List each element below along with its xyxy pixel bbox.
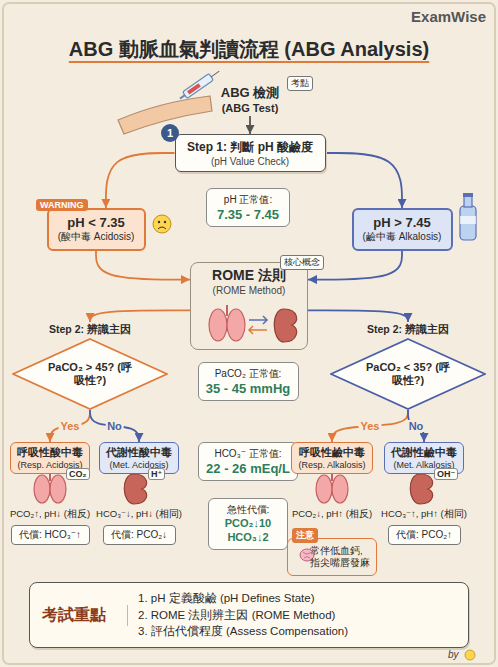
rule-note: PCO₂↑, pH↓ (相反)	[10, 508, 90, 521]
result-box: 呼吸性鹼中毒(Resp. Alkalosis)	[291, 442, 373, 474]
kidney-icon	[124, 474, 146, 504]
result-box: 代謝性酸中毒(Met. Acidosis)	[99, 442, 179, 474]
title: ABG 動脈血氣判讀流程 (ABG Analysis)	[0, 36, 498, 63]
lung-icon	[34, 472, 66, 503]
compensation-box: 代償: HCO₃⁻↑	[11, 525, 90, 545]
rule-note: PCO₂↓, pH↑ (相反)	[292, 508, 372, 521]
body: 7.35 - 7.45	[213, 207, 283, 222]
diamond-shape	[13, 339, 167, 409]
body: (Resp. Alkalosis)	[297, 460, 367, 470]
symbol-label: CO₂	[66, 468, 90, 480]
tag-label: 考點	[287, 76, 313, 91]
connector-arrow	[106, 153, 175, 208]
connector-arrow	[332, 410, 408, 442]
body: 3. 評估代償程度 (Assess Compensation)	[138, 623, 456, 640]
tag-label: 核心概念	[280, 255, 324, 270]
connector-arrow	[96, 251, 190, 280]
rule-note: HCO₃⁻↓, pH↓ (相同)	[96, 508, 182, 521]
heading: 代謝性鹼中毒	[390, 446, 458, 460]
sad-face-icon	[153, 215, 171, 233]
reference-box: 急性代償:PCO₂↓10 HCO₃↓2	[208, 498, 288, 550]
method-box: ROME 法則(ROME Method)	[190, 262, 308, 350]
callout-number: 1	[161, 124, 179, 142]
process-box: ABG 檢測(ABG Test)	[214, 82, 287, 116]
rule-note: HCO₃⁻↑, pH↑ (相同)	[381, 508, 467, 521]
heading: ABG 檢測	[220, 84, 281, 102]
diamond-shape	[331, 339, 485, 409]
lung-kidney-icon	[209, 305, 297, 342]
body: PaCO₂ > 45? (呼吸性?)	[12, 338, 168, 410]
warning-tag: WARNING	[36, 199, 88, 211]
symbol-label: OH⁻	[434, 468, 458, 480]
body: 22 - 26 mEq/L	[205, 461, 291, 476]
body: PCO₂↓10 HCO₃↓2	[213, 517, 283, 545]
compensation-box: 代償: PCO₂↓	[103, 525, 176, 545]
credit: by	[448, 649, 459, 660]
body: 35 - 45 mmHg	[205, 381, 292, 396]
heading: 代謝性酸中毒	[105, 446, 173, 460]
connector-arrow	[326, 153, 403, 208]
reference-box: pH 正常值:7.35 - 7.45	[206, 188, 290, 227]
heading: pH > 7.45	[362, 215, 443, 230]
heading: 代償: PCO₂↑	[395, 528, 454, 542]
page-frame	[3, 3, 495, 664]
reference-box: PaCO₂ 正常值:35 - 45 mmHg	[198, 362, 299, 401]
body: (ROME Method)	[195, 285, 303, 296]
heading: 急性代償:	[213, 503, 283, 517]
hand-icon	[465, 650, 475, 660]
lung-icon	[316, 472, 348, 503]
heading: Step 1: 判斷 pH 酸鹼度	[186, 139, 315, 156]
body: PaCO₂ < 35? (呼吸性?)	[330, 338, 486, 410]
body: (ABG Test)	[220, 102, 281, 114]
connector-arrow	[50, 410, 90, 442]
heading: pH < 7.35	[57, 215, 136, 230]
heading: 代償: HCO₃⁻↑	[18, 528, 83, 542]
heading: 呼吸性鹼中毒	[297, 446, 367, 460]
heading: 呼吸性酸中毒	[16, 446, 84, 460]
edge-label: Yes	[59, 420, 82, 432]
brand-name: ExamWise	[411, 8, 486, 25]
heading: PaCO₂ 正常值:	[205, 367, 292, 381]
edge-label: No	[407, 420, 426, 432]
body: (鹼中毒 Alkalosis)	[362, 230, 443, 244]
summary-panel: 考試重點 1. pH 定義酸鹼 (pH Defines State)2. ROME…	[29, 582, 469, 648]
compensation-box: 代償: PCO₂↑	[388, 525, 461, 545]
body: 1. pH 定義酸鹼 (pH Defines State)	[138, 590, 456, 607]
heading: 注意	[292, 528, 318, 543]
heading: pH 正常值:	[213, 193, 283, 207]
edge-label: No	[105, 420, 124, 432]
reference-box: HCO₃⁻ 正常值:22 - 26 mEq/L	[198, 442, 298, 481]
state-box: pH < 7.35(酸中毒 Acidosis)	[47, 208, 146, 251]
connector-arrow	[249, 116, 251, 134]
soda-bottle-icon	[460, 193, 476, 240]
heading: Step 2: 辨識主因	[330, 323, 486, 337]
symbol-label: H⁺	[148, 468, 165, 480]
edge-label: Yes	[359, 420, 382, 432]
decision-diamond: Step 2: 辨識主因PaCO₂ > 45? (呼吸性?)	[12, 322, 168, 410]
body: 2. ROME 法則辨主因 (ROME Method)	[138, 607, 456, 624]
state-box: pH > 7.45(鹼中毒 Alkalosis)	[352, 208, 453, 251]
heading: Step 2: 辨識主因	[12, 323, 168, 337]
heading: 代償: PCO₂↓	[110, 528, 169, 542]
heading: 考試重點	[42, 605, 128, 626]
body: 常伴低血鈣, 指尖嘴唇發麻	[310, 545, 372, 570]
decision-diamond: Step 2: 辨識主因PaCO₂ < 35? (呼吸性?)	[330, 322, 486, 410]
process-box: Step 1: 判斷 pH 酸鹼度(pH Value Check)	[175, 134, 326, 172]
connector-arrow	[308, 310, 408, 322]
kidney-icon	[410, 474, 432, 504]
body: (酸中毒 Acidosis)	[57, 230, 136, 244]
connector-arrow	[90, 310, 190, 322]
connector-arrow	[90, 410, 139, 442]
body: (pH Value Check)	[186, 156, 315, 167]
note-box: 注意常伴低血鈣, 指尖嘴唇發麻	[287, 538, 377, 576]
heading: HCO₃⁻ 正常值:	[205, 447, 291, 461]
